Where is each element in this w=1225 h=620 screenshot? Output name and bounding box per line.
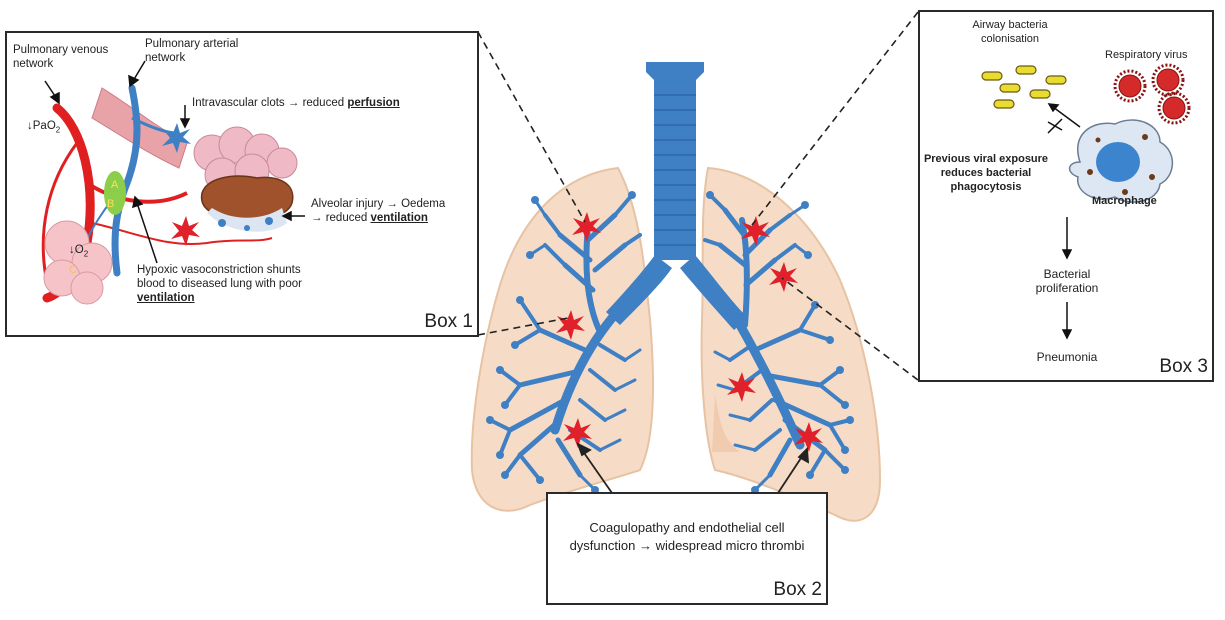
- arterial-network-label: Pulmonary arterial network: [145, 37, 255, 65]
- viral-exposure-label: Previous viral exposure reduces bacteria…: [920, 152, 1052, 194]
- box-3: Airway bacteria colonisation Respiratory…: [918, 10, 1214, 382]
- pao2-label: ↓PaO2: [27, 119, 60, 137]
- macrophage-icon: [1070, 120, 1173, 202]
- box-3-illustration: [920, 12, 1212, 380]
- letter-c: C: [69, 264, 77, 276]
- venous-network-label: Pulmonary venous network: [13, 43, 118, 71]
- airway-bacteria-label: Airway bacteria colonisation: [960, 18, 1060, 46]
- clots-label: Intravascular clots → reduced perfusion: [192, 96, 400, 110]
- box-3-label: Box 3: [1159, 356, 1208, 378]
- macrophage-label: Macrophage: [1092, 194, 1157, 208]
- pneumonia-label: Pneumonia: [1020, 350, 1114, 364]
- right-lung: [702, 168, 880, 521]
- respiratory-virus-icons: [1115, 65, 1189, 123]
- alveolar-injury-label: Alveolar injury → Oedema → reduced venti…: [311, 197, 445, 225]
- respiratory-virus-label: Respiratory virus: [1105, 48, 1188, 62]
- box-2-label: Box 2: [773, 579, 822, 601]
- o2-label: ↓O2: [69, 243, 88, 261]
- letter-a: A: [111, 179, 119, 191]
- box-1-label: Box 1: [424, 311, 473, 333]
- diseased-alveolus: [44, 221, 112, 304]
- bacterial-proliferation-label: Bacterial proliferation: [1020, 267, 1114, 295]
- box-1: A B C Pulmonary venous network Pulmonary…: [5, 31, 479, 337]
- letter-b: B: [107, 198, 114, 210]
- hypoxic-vasoconstriction-label: Hypoxic vasoconstriction shunts blood to…: [137, 263, 302, 305]
- bacteria-icons: [982, 66, 1066, 108]
